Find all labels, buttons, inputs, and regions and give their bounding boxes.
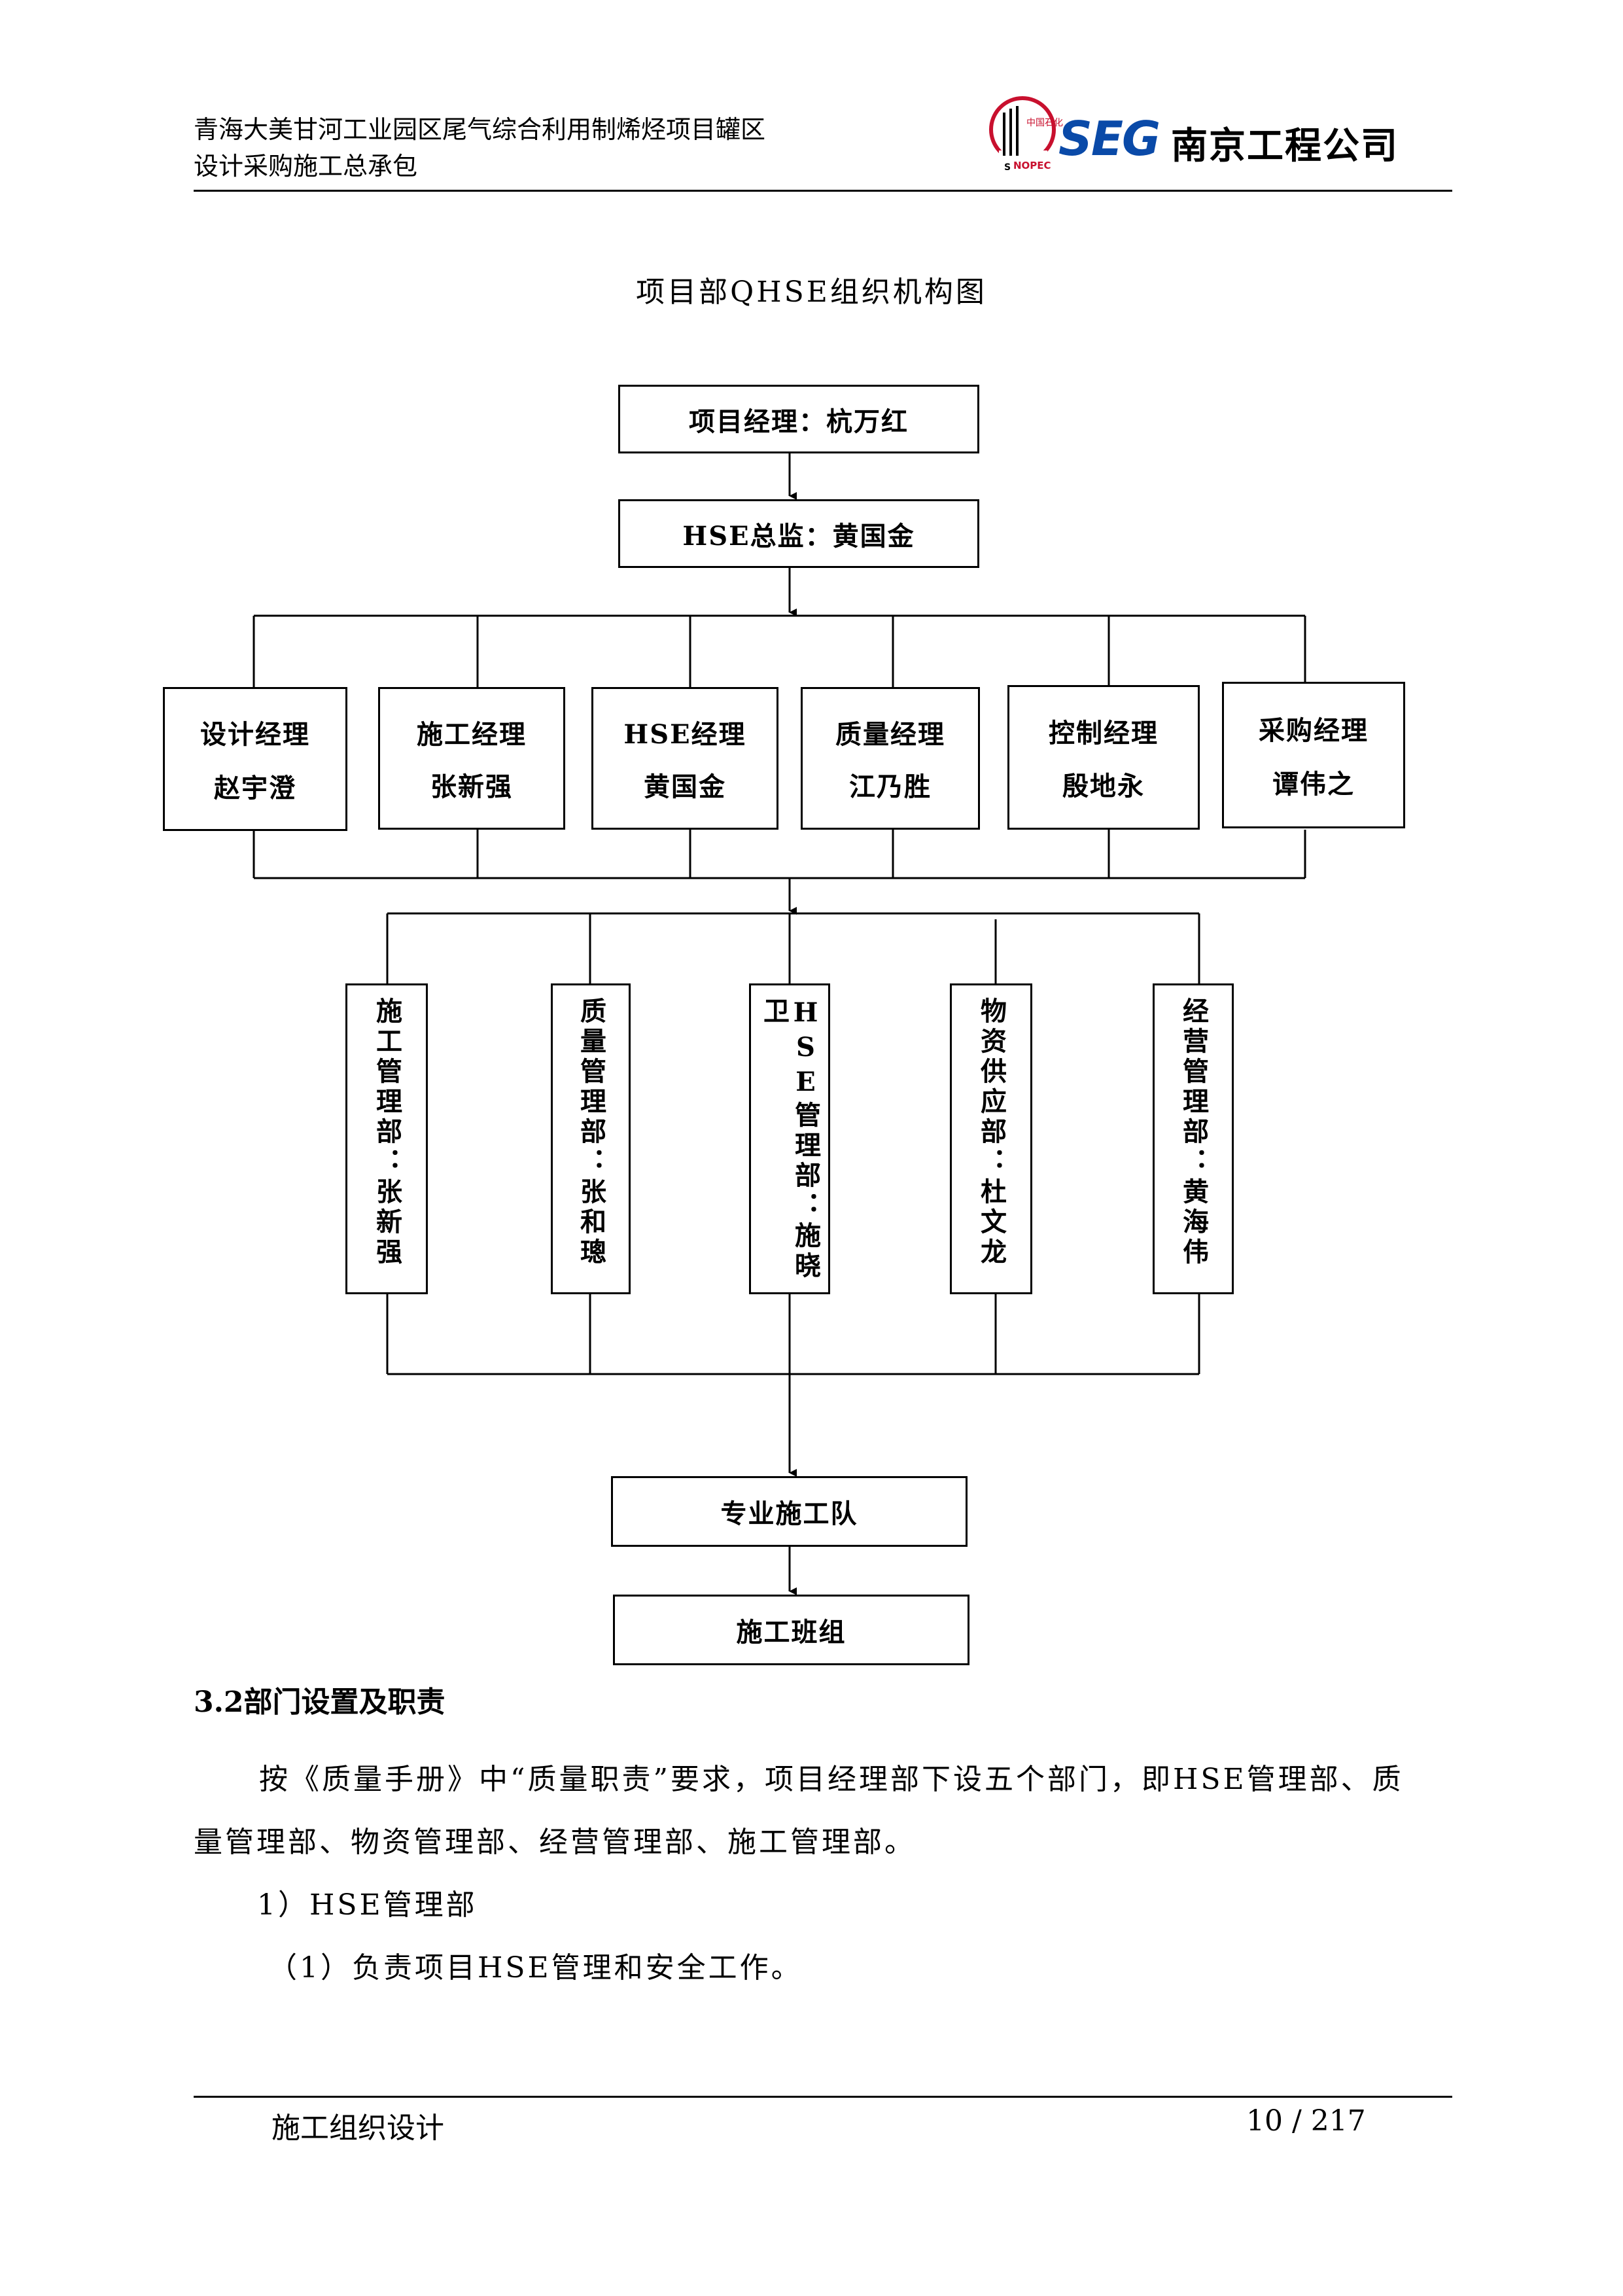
manager-box-hse: HSE经理 黄国金 xyxy=(591,687,778,830)
manager-role: 控制经理 xyxy=(1049,717,1159,749)
footer-rule xyxy=(194,2096,1452,2098)
svg-text:NOPEC: NOPEC xyxy=(1013,160,1051,171)
project-manager-label: 项目经理：杭万红 xyxy=(689,406,909,437)
manager-box-quality: 质量经理 江乃胜 xyxy=(801,687,980,830)
manager-role: 采购经理 xyxy=(1259,715,1369,746)
company-name: 南京工程公司 xyxy=(1171,125,1399,168)
sinopec-logo: S NOPEC 中国石化 xyxy=(985,90,1063,174)
department-box-supplies: 物资供应部：杜文龙 xyxy=(950,983,1032,1294)
manager-box-construction: 施工经理 张新强 xyxy=(378,687,565,830)
paragraph-line: 量管理部、物资管理部、经营管理部、施工管理部。 xyxy=(194,1826,916,1859)
svg-text:S: S xyxy=(1004,162,1011,173)
list-item-heading: 1）HSE管理部 xyxy=(257,1888,478,1922)
project-manager-box: 项目经理：杭万红 xyxy=(618,385,979,453)
hse-director-label: HSE总监：黄国金 xyxy=(682,520,915,552)
footer-document-title: 施工组织设计 xyxy=(271,2111,444,2145)
manager-name: 殷地永 xyxy=(1062,771,1145,802)
manager-box-procurement: 采购经理 谭伟之 xyxy=(1222,682,1405,828)
department-label: 经营管理部：黄海伟 xyxy=(1178,997,1209,1268)
manager-name: 黄国金 xyxy=(644,771,726,803)
section-heading: 3.2部门设置及职责 xyxy=(194,1686,445,1719)
construction-crew-label: 施工班组 xyxy=(736,1617,846,1648)
department-box-hse: HSE管理部：施晓卫 xyxy=(749,983,830,1294)
manager-role: HSE经理 xyxy=(623,718,746,750)
seg-logo: SEG xyxy=(1058,111,1161,166)
page-number: 10 / 217 xyxy=(1246,2104,1366,2138)
manager-box-control: 控制经理 殷地永 xyxy=(1007,685,1200,830)
manager-box-design: 设计经理 赵宇澄 xyxy=(163,687,347,831)
manager-name: 赵宇澄 xyxy=(214,772,296,804)
professional-team-label: 专业施工队 xyxy=(720,1498,858,1529)
header-rule xyxy=(194,190,1452,192)
manager-name: 江乃胜 xyxy=(849,771,932,803)
manager-name: 谭伟之 xyxy=(1272,769,1355,800)
manager-role: 施工经理 xyxy=(417,718,527,750)
manager-name: 张新强 xyxy=(430,771,513,803)
construction-crew-box: 施工班组 xyxy=(613,1595,969,1665)
header-contract-type: 设计采购施工总承包 xyxy=(194,152,418,181)
manager-role: 质量经理 xyxy=(835,718,945,750)
svg-text:中国石化: 中国石化 xyxy=(1026,118,1063,128)
list-item: （1）负责项目HSE管理和安全工作。 xyxy=(268,1951,803,1985)
chart-title: 项目部QHSE组织机构图 xyxy=(636,275,987,309)
department-label: 施工管理部：张新强 xyxy=(372,997,402,1268)
department-label: HSE管理部：施晓卫 xyxy=(759,997,821,1282)
header-project-title: 青海大美甘河工业园区尾气综合利用制烯烃项目罐区 xyxy=(194,115,766,144)
department-label: 物资供应部：杜文龙 xyxy=(976,997,1007,1268)
department-box-business: 经营管理部：黄海伟 xyxy=(1153,983,1234,1294)
department-box-quality: 质量管理部：张和璁 xyxy=(551,983,631,1294)
manager-role: 设计经理 xyxy=(200,719,310,751)
hse-director-box: HSE总监：黄国金 xyxy=(618,499,979,568)
department-box-construction: 施工管理部：张新强 xyxy=(345,983,428,1294)
paragraph-line: 按《质量手册》中“质量职责”要求，项目经理部下设五个部门，即HSE管理部、质 xyxy=(259,1763,1404,1796)
department-label: 质量管理部：张和璁 xyxy=(576,997,606,1268)
professional-team-box: 专业施工队 xyxy=(611,1476,968,1547)
